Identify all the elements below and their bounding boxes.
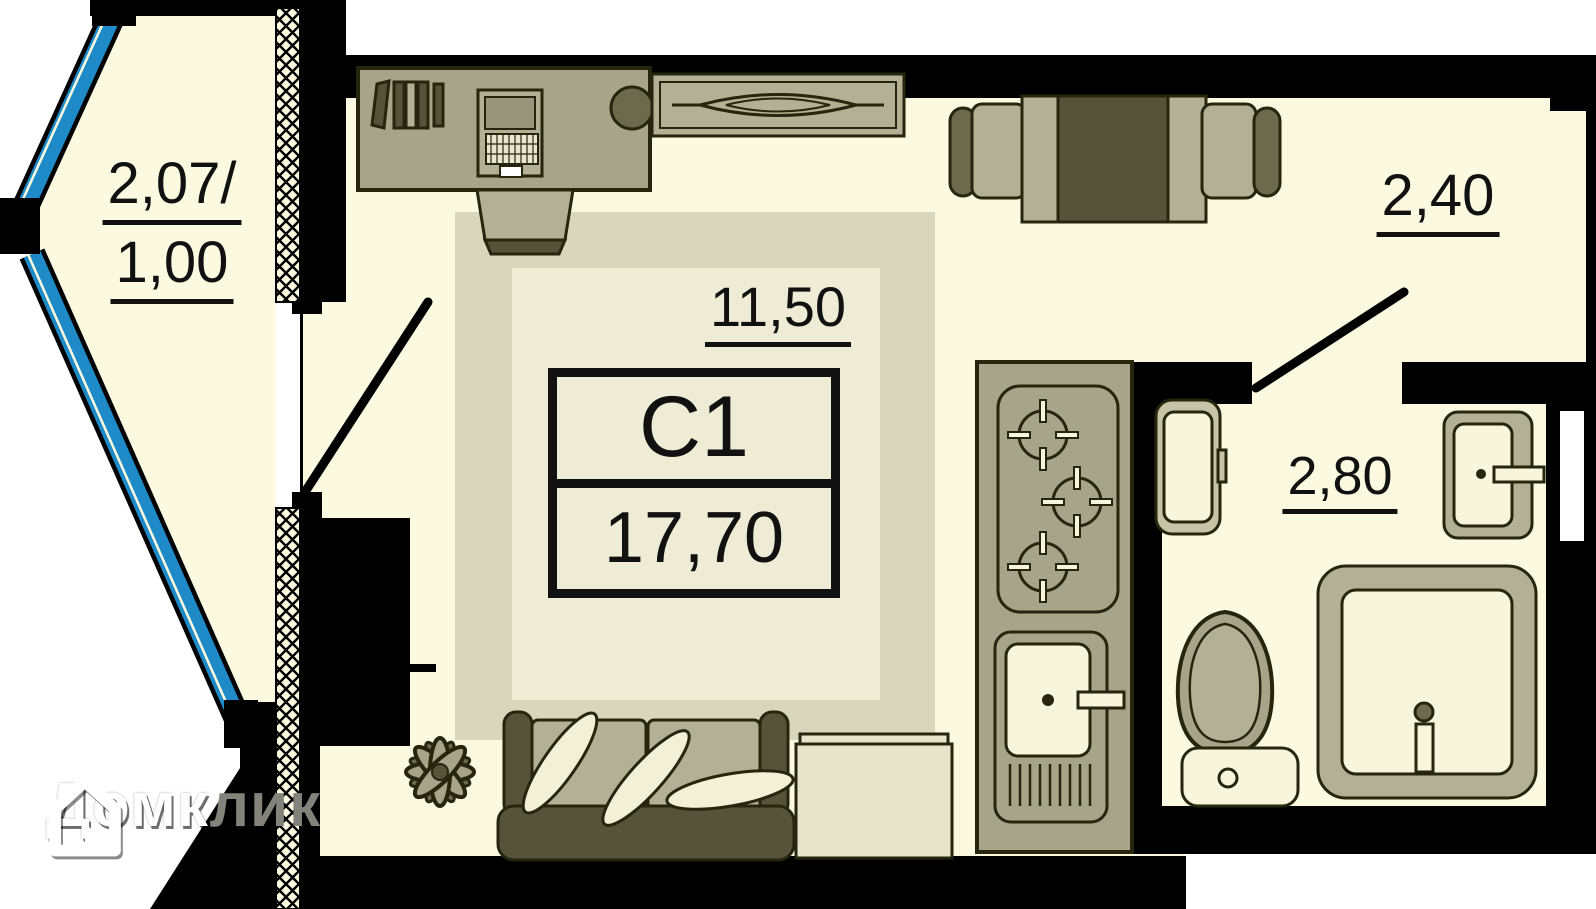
window-glazing-icon [0,0,259,748]
watermark: Домклик [46,770,321,857]
dining-table-icon [948,94,1282,224]
sofa-icon [496,710,796,862]
balcony-door-swing-icon [300,297,433,497]
coffee-table-icon [794,732,954,860]
plant-icon [404,736,476,808]
dining-chair-icon [970,102,1028,200]
stove-icon [996,384,1120,614]
hallway-area-label: 2,40 [1376,163,1500,237]
balcony-area-label: 2,07/ 1,00 [102,151,242,304]
balcony-area-line1: 2,07/ [102,151,242,225]
watermark-brand-part1: Домк [46,771,210,840]
pillow-icon [601,729,691,827]
outside-cutout [1186,854,1596,909]
balcony-floor [34,16,276,742]
balcony-area-line2: 1,00 [110,230,234,304]
unit-info-box: С1 17,70 [548,368,840,598]
dining-chair-icon [1252,106,1282,198]
unit-code: С1 [639,379,749,476]
dining-chair-icon [1200,102,1258,200]
toilet-icon [1175,609,1300,808]
office-chair-icon [475,188,575,256]
watermark-brand: Домклик [46,770,321,841]
entrance-door-opening [1560,411,1584,541]
sideboard-icon [650,72,906,138]
bathroom-area-label: 2,80 [1282,446,1398,515]
pillow-icon [665,769,795,811]
hatched-wall [275,7,301,909]
unit-total-area: 17,70 [557,478,831,590]
laptop-icon [476,88,544,178]
desk-icon [356,66,655,256]
watermark-brand-part2: лик [209,771,322,840]
pillow-icon [521,711,599,815]
room-area-label: 11,50 [705,275,851,347]
kitchen-sink-icon [993,630,1126,824]
books-icon [370,79,445,130]
kitchen-counter [975,360,1134,854]
stool-icon [609,85,655,131]
water-heater-icon [1154,398,1228,536]
bathroom-door-swing-icon [1251,287,1409,393]
washbasin-icon [1442,410,1546,540]
shower-tray-icon [1316,564,1538,800]
domclick-house-icon [49,775,121,857]
